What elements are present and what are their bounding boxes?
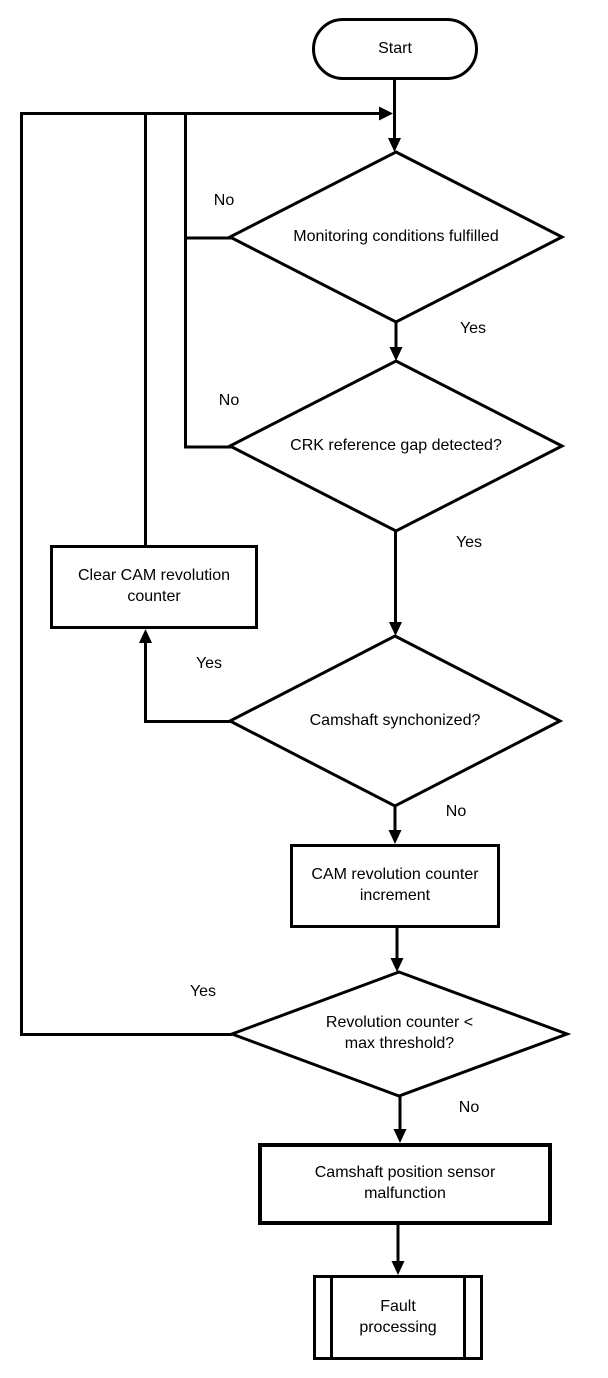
arrow-into-monitoring (388, 138, 401, 152)
decision-monitoring-shape (226, 150, 566, 324)
node-sensor-malfunction: Camshaft position sensor malfunction (258, 1143, 552, 1225)
edge-label-sync-yes: Yes (195, 655, 223, 672)
arrow-top-junction (379, 106, 393, 121)
edge-label-monitoring-no: No (213, 192, 235, 209)
node-clear-counter: Clear CAM revolution counter (50, 545, 258, 629)
edge-label-monitoring-yes: Yes (459, 320, 487, 337)
edge-label-sync-no: No (445, 803, 467, 820)
arrow-into-fault (391, 1261, 405, 1275)
edge-label-crk-yes: Yes (455, 534, 483, 551)
edge-label-threshold-yes: Yes (189, 983, 217, 1000)
decision-crk-gap-shape (226, 359, 566, 533)
fault-processing-left-bar (330, 1278, 333, 1357)
node-clear-counter-label: Clear CAM revolution counter (77, 567, 231, 605)
edge-label-crk-no: No (218, 392, 240, 409)
decision-threshold-shape (227, 970, 572, 1098)
arrow-into-crk-gap (389, 347, 403, 361)
arrow-into-malfunction (393, 1129, 407, 1143)
arrow-into-cam-sync (389, 622, 402, 636)
node-threshold-label: Revolution counter < max threshold? (325, 1014, 474, 1052)
arrow-into-increment (388, 830, 402, 844)
fault-processing-right-bar (463, 1278, 466, 1357)
node-start: Start (312, 18, 478, 80)
node-fault-processing-label: Fault processing (359, 1297, 437, 1336)
node-fault-processing: Fault processing (313, 1275, 483, 1360)
node-start-label: Start (378, 39, 412, 57)
node-monitoring-label: Monitoring conditions fulfilled (293, 227, 499, 245)
node-sensor-malfunction-label: Camshaft position sensor malfunction (314, 1164, 496, 1202)
node-crk-gap-label: CRK reference gap detected? (290, 436, 502, 454)
node-counter-increment-label: CAM revolution counter increment (311, 866, 479, 904)
node-cam-sync-label: Camshaft synchonized? (309, 711, 481, 729)
edge-label-threshold-no: No (458, 1099, 480, 1116)
arrow-into-threshold (390, 958, 404, 972)
decision-cam-sync-shape (226, 634, 564, 808)
arrow-into-clear-counter (139, 629, 152, 643)
node-counter-increment: CAM revolution counter increment (290, 844, 500, 928)
